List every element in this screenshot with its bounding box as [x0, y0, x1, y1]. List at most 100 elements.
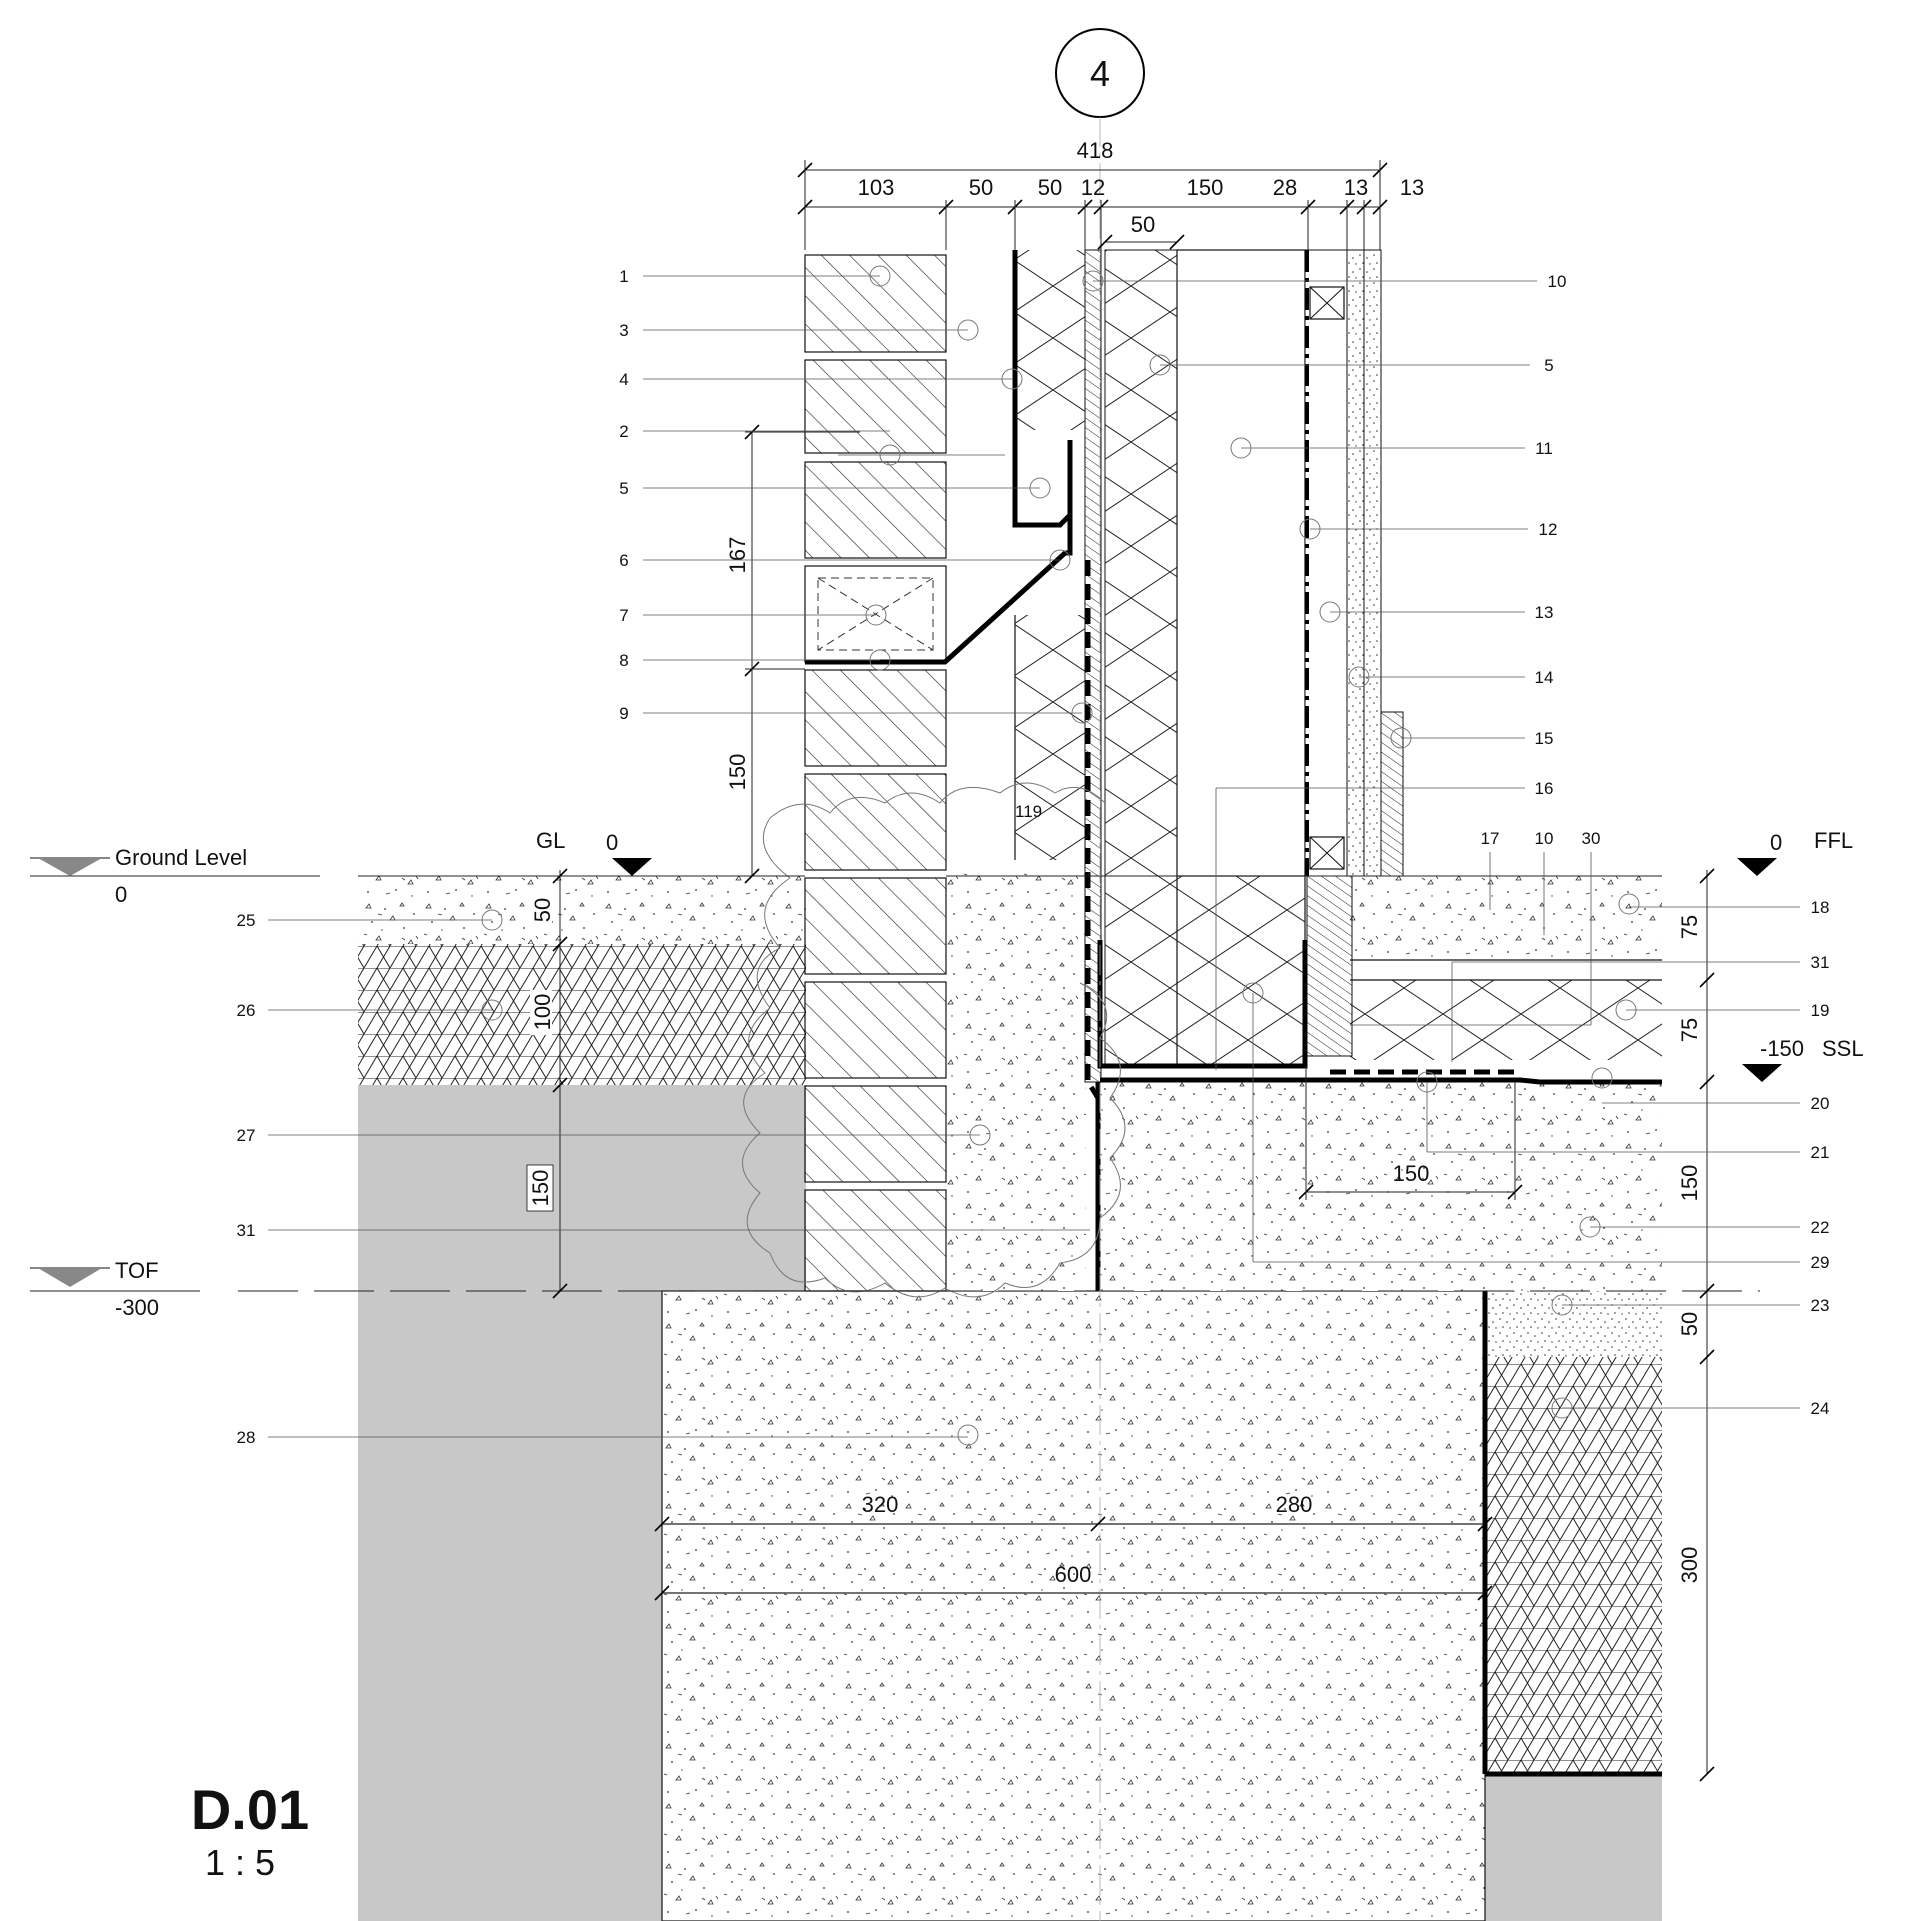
svg-text:6: 6	[619, 551, 628, 570]
svg-text:103: 103	[858, 175, 895, 200]
ssl-level-marker: -150 SSL	[1742, 1036, 1864, 1082]
svg-text:FFL: FFL	[1814, 828, 1853, 853]
svg-text:12: 12	[1539, 520, 1558, 539]
ground-level-marker: Ground Level 0	[30, 845, 247, 907]
svg-text:15: 15	[1535, 729, 1554, 748]
svg-text:280: 280	[1276, 1492, 1313, 1517]
svg-text:TOF: TOF	[115, 1258, 159, 1283]
svg-text:-150: -150	[1760, 1036, 1804, 1061]
svg-text:GL: GL	[536, 828, 565, 853]
footing-dimensions: 320 280 600	[654, 1492, 1493, 1601]
bottom-plate-insulation	[1177, 876, 1305, 1066]
svg-text:25: 25	[237, 911, 256, 930]
slab-dimension: 150	[1298, 1066, 1523, 1200]
top-dimension-chain: 418 103 50 50 12 150 28 13 13 50	[797, 138, 1424, 250]
svg-text:14: 14	[1535, 668, 1554, 687]
svg-text:17: 17	[1481, 829, 1500, 848]
grey-soil-right	[1485, 1774, 1662, 1921]
svg-text:31: 31	[1811, 953, 1830, 972]
svg-text:9: 9	[619, 704, 628, 723]
svg-text:13: 13	[1344, 175, 1368, 200]
svg-text:4: 4	[619, 370, 628, 389]
svg-text:13: 13	[1535, 603, 1554, 622]
plasterboard-1	[1346, 249, 1365, 877]
root-cloud	[742, 782, 1126, 1298]
svg-text:1: 1	[619, 267, 628, 286]
svg-text:1 : 5: 1 : 5	[205, 1842, 275, 1883]
svg-text:0: 0	[606, 830, 618, 855]
callouts-left: 1 3 4 2 5 6 7 8 9 25 26 27 31 28	[237, 265, 1093, 1447]
svg-text:12: 12	[1081, 175, 1105, 200]
svg-text:11: 11	[1535, 439, 1553, 458]
svg-text:8: 8	[619, 651, 628, 670]
sole-plate	[1306, 875, 1353, 1057]
svg-text:21: 21	[1811, 1143, 1830, 1162]
svg-text:13: 13	[1400, 175, 1424, 200]
soil-dimension-chain: 50 100 150	[526, 868, 568, 1299]
svg-text:4: 4	[1090, 53, 1110, 94]
svg-text:10: 10	[1535, 829, 1554, 848]
svg-text:50: 50	[530, 898, 555, 922]
svg-text:2: 2	[619, 422, 628, 441]
svg-text:75: 75	[1677, 1018, 1702, 1042]
svg-text:SSL: SSL	[1822, 1036, 1864, 1061]
footing	[661, 1290, 1486, 1921]
svg-text:167: 167	[725, 537, 750, 574]
svg-text:22: 22	[1811, 1218, 1830, 1237]
svg-text:29: 29	[1811, 1253, 1830, 1272]
skirting	[1380, 711, 1404, 877]
svg-text:-300: -300	[115, 1295, 159, 1320]
svg-text:30: 30	[1582, 829, 1601, 848]
svg-text:5: 5	[619, 479, 628, 498]
gravel-left	[358, 944, 806, 1085]
svg-text:50: 50	[969, 175, 993, 200]
svg-text:16: 16	[1535, 779, 1554, 798]
svg-text:20: 20	[1811, 1094, 1830, 1113]
callouts-top-right: 17 10 30	[1350, 829, 1601, 1026]
svg-text:26: 26	[237, 1001, 256, 1020]
svg-text:300: 300	[1677, 1547, 1702, 1584]
svg-text:28: 28	[237, 1428, 256, 1447]
drawing-title-block: D.01 1 : 5	[191, 1778, 309, 1883]
svg-text:7: 7	[619, 606, 628, 625]
svg-text:150: 150	[528, 1170, 553, 1207]
flashing-dimension: 167 150 119	[725, 424, 1042, 884]
svg-text:150: 150	[1677, 1165, 1702, 1202]
svg-text:3: 3	[619, 321, 628, 340]
floor-insulation	[1350, 980, 1662, 1060]
right-dimension-chain: 75 75 150 50 300	[1677, 868, 1715, 1782]
cavity-insulation-upper	[1015, 250, 1085, 430]
hardcore-right	[1485, 1357, 1662, 1774]
svg-text:27: 27	[237, 1126, 256, 1145]
svg-text:31: 31	[237, 1221, 256, 1240]
svg-text:23: 23	[1811, 1296, 1830, 1315]
svg-text:50: 50	[1131, 212, 1155, 237]
svg-text:D.01: D.01	[191, 1778, 309, 1841]
gl-level-marker: GL 0	[536, 828, 652, 876]
svg-text:5: 5	[1544, 356, 1553, 375]
tof-level-marker: TOF -300	[30, 1258, 159, 1320]
service-cavity	[1304, 249, 1348, 877]
ssl-dpm	[1100, 1077, 1662, 1085]
svg-text:Ground Level: Ground Level	[115, 845, 247, 870]
topsoil-left	[358, 876, 806, 944]
svg-text:150: 150	[1393, 1161, 1430, 1186]
svg-text:100: 100	[530, 994, 555, 1031]
floor-screed	[1350, 876, 1662, 960]
svg-text:600: 600	[1055, 1562, 1092, 1587]
svg-text:320: 320	[862, 1492, 899, 1517]
svg-text:28: 28	[1273, 175, 1297, 200]
sand-bed	[1485, 1291, 1662, 1357]
concrete-slab	[1100, 1082, 1662, 1291]
stud-insulation	[1104, 249, 1178, 1066]
brick-wall	[804, 254, 947, 1292]
svg-text:24: 24	[1811, 1399, 1830, 1418]
svg-text:0: 0	[1770, 830, 1782, 855]
callouts-right: 10 5 11 12 13 14 15 16 18 31 19 20 21 22…	[1082, 270, 1830, 1419]
svg-text:119: 119	[1015, 802, 1042, 821]
backfill-cavity	[946, 872, 1086, 1291]
svg-text:50: 50	[1038, 175, 1062, 200]
svg-text:10: 10	[1548, 272, 1567, 291]
svg-text:50: 50	[1677, 1312, 1702, 1336]
